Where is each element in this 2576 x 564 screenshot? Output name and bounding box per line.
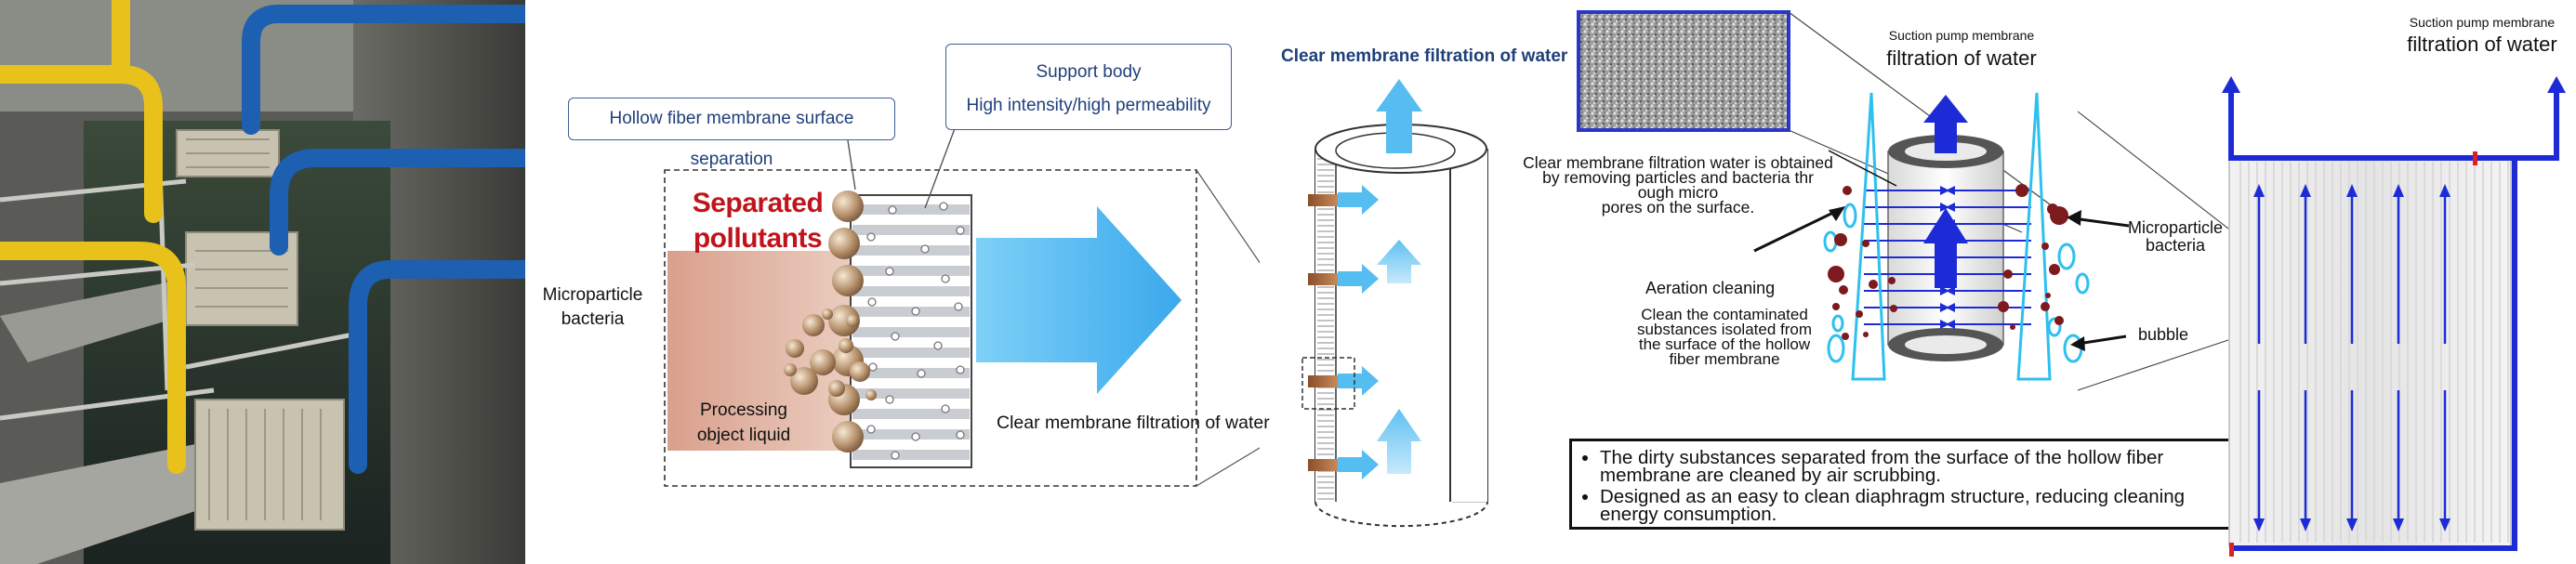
microparticle-label: Microparticle bacteria [535,283,651,332]
callout-support-line2: High intensity/high permeability [966,96,1211,115]
separated-pollutants-label: Separated pollutants [683,186,832,256]
clear-desc-line3: ough micro [1637,183,1719,202]
panel4-microparticle-line2: bacteria [2145,236,2206,255]
inflow-arrows [1864,186,2031,329]
zoom-box [1301,357,1355,410]
bacteria-pointer [2072,216,2130,228]
separation-diagram [664,108,1260,487]
module-body [2228,155,2512,547]
panel5-suction-big: filtration of water [2407,33,2557,56]
panel5-suction-small: Suction pump membrane [2409,15,2556,30]
dashed-frame [664,169,1197,487]
note-item: Designed as an easy to clean diaphragm s… [1600,487,2232,524]
clear-desc-line2: by removing particles and bacteria thr [1542,168,1814,187]
notes-box: The dirty substances separated from the … [1569,439,2248,530]
desc-pointer [1828,150,1897,187]
pipe-arrow-right [2547,76,2566,93]
bubble-label: bubble [2138,325,2189,344]
tube-up-arrow [1377,409,1421,474]
micrograph-leader [1788,11,2051,205]
clean-line3: the surface of the hollow [1638,335,1811,353]
pipe-valve [2229,543,2234,557]
callout-surface-separation-text: Hollow fiber membrane surface separation [609,109,854,169]
hollow-fiber-tube [1301,79,1488,528]
processing-line1: Processing [700,400,787,420]
module-leader [2077,327,2264,391]
suction-arrow [1923,208,1968,288]
pore-inflow-arrows [1308,185,1379,479]
microparticle-line1: Microparticle [542,285,643,305]
panel4-microparticle-line1: Microparticle [2127,218,2224,237]
clean-line2: substances isolated from [1636,321,1813,338]
tube-up-arrow [1376,79,1422,153]
aeration-pointer [1753,207,1842,253]
module-flow-arrows [2253,184,2451,531]
pipe-arrow-left [2222,76,2240,93]
module-fibers [2239,162,2509,543]
water-tank-photo [0,0,525,564]
processing-line2: object liquid [696,426,791,445]
aeration-diagram [1577,10,2264,391]
suction-arrow [1923,95,1968,153]
membrane-micrograph [1577,10,1790,132]
clean-description: Clean the contaminated substances isolat… [1618,306,1831,368]
bubble-pointer [2077,334,2127,346]
callout-surface-separation: Hollow fiber membrane surface separation [568,98,895,169]
zoom-leader [1196,169,1260,264]
bacteria-particles [1828,184,2068,340]
module-leader [2077,111,2264,257]
callout-support-body: Support body High intensity/high permeab… [945,44,1232,130]
note-item: The dirty substances separated from the … [1600,448,2232,485]
separated-line2: pollutants [693,223,823,254]
clear-desc-line4: pores on the surface. [1601,198,1755,216]
microparticle-line2: bacteria [561,309,625,329]
panel4-suction-big: filtration of water [1886,46,2037,70]
membrane-module [2222,76,2566,557]
aeration-cleaning-label: Aeration cleaning [1645,279,1776,297]
clear-water-description: Clear membrane filtration water is obtai… [1497,153,1859,216]
processing-label: Processing object liquid [683,398,804,448]
support-pores [866,202,965,460]
zoom-leader [1196,447,1260,487]
panel4-microparticle-label: Microparticle bacteria [2120,219,2231,255]
callout-support-line1: Support body [1036,62,1142,82]
filtration-arrow [976,206,1182,394]
clean-line1: Clean the contaminated [1641,306,1808,323]
clean-line4: fiber membrane [1669,350,1780,368]
aeration-cone-left [1851,92,1886,381]
pollutant-particles [784,308,877,400]
clear-filtration-label: Clear membrane filtration of water [997,413,1270,433]
aeration-cone-right [2016,92,2052,381]
panel4-suction-small: Suction pump membrane [1888,28,2035,43]
pipe-valve [2473,151,2477,165]
suction-pipe-right [2515,88,2559,161]
tube-up-arrow [1377,240,1421,283]
separated-line1: Separated [692,188,824,218]
clear-desc-line1: Clear membrane filtration water is obtai… [1523,153,1833,172]
support-stripes [852,204,970,460]
panel3-title: Clear membrane filtration of water [1281,46,1568,66]
